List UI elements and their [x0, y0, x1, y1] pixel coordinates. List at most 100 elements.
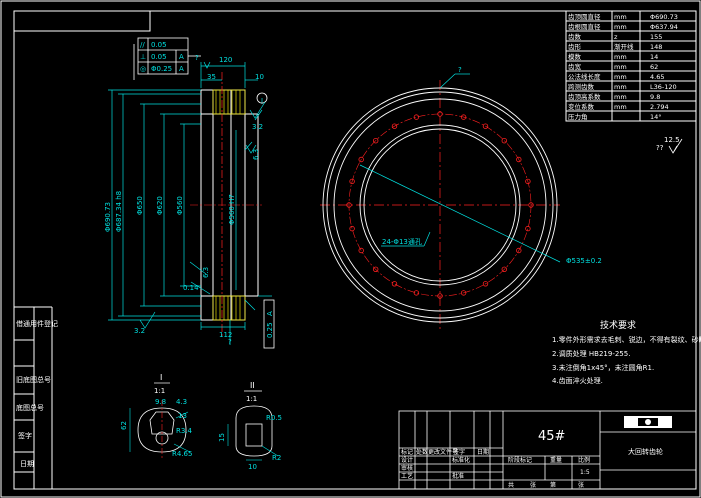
- param-unit-7: mm: [614, 83, 627, 91]
- bolt-hole: [460, 290, 467, 296]
- inner-frame: [13, 10, 697, 490]
- bolt-hole: [460, 114, 467, 120]
- bolt-hole: [346, 202, 352, 208]
- detail-i-dim-5: R3.4: [176, 427, 193, 435]
- tol-value-1: 0.05: [151, 53, 167, 61]
- detail-ii-title: II: [250, 381, 255, 390]
- change-label-2: 更改文件号: [428, 448, 458, 456]
- title-part-name: 大回转齿轮: [628, 447, 663, 456]
- dim-top-q: ?: [195, 54, 199, 62]
- tol-symbol-2: ◎: [140, 65, 146, 73]
- change-label-3: 签字: [453, 448, 465, 456]
- dim-112: 112: [219, 331, 232, 339]
- tech-title: 技术要求: [600, 319, 636, 331]
- runout-datum: A: [266, 311, 274, 316]
- detail-ii: II 1:1 15 10 R0.5 R2: [218, 381, 282, 471]
- param-label-8: 齿顶高系数: [568, 92, 601, 101]
- bolt-hole: [358, 156, 364, 163]
- tech-item-2: 3.未注倒角1x45°，未注圆角R1.: [552, 363, 654, 372]
- top-left-box: [13, 10, 151, 32]
- roughness-63a: 6.3: [252, 149, 260, 160]
- bolt-hole: [437, 111, 443, 117]
- dim-phi620: Φ620: [156, 196, 164, 215]
- tol-value-0: 0.05: [151, 41, 167, 49]
- param-unit-8: mm: [614, 93, 627, 101]
- change-label-1: 处数: [416, 448, 428, 456]
- role-label-3: 标准化: [452, 456, 470, 464]
- param-value-0: Φ690.73: [650, 13, 678, 21]
- detail-i-title: I: [160, 373, 162, 382]
- sidebar-label-1: 旧底图总号: [16, 375, 51, 384]
- change-label-4: 日期: [477, 448, 489, 456]
- detail-ii-dim-2: R0.5: [266, 414, 282, 422]
- detail-i-dim-0: 62: [120, 421, 128, 430]
- sidebar-label-3: 签字: [18, 431, 32, 440]
- param-value-5: 62: [650, 63, 658, 71]
- bolt-hole: [516, 156, 522, 163]
- param-value-6: 4.65: [650, 73, 664, 81]
- param-value-1: Φ637.94: [650, 23, 678, 31]
- left-sidebar: [14, 306, 53, 489]
- title-block: [398, 410, 697, 490]
- dim-phi650: Φ650: [136, 196, 144, 215]
- bolt-hole: [373, 137, 379, 144]
- bolt-hole: [525, 178, 531, 185]
- param-label-4: 模数: [568, 52, 582, 61]
- param-value-10: 14°: [650, 113, 662, 121]
- detail-ii-scale: 1:1: [246, 395, 257, 403]
- roughness-corner-value: 12.5: [664, 136, 680, 144]
- bolt-hole: [349, 178, 355, 185]
- detail-ii-dim-1: 10: [248, 463, 257, 471]
- roughness-63b: 6.3: [202, 267, 210, 278]
- roughness-corner-prefix: ??: [656, 144, 664, 152]
- role-label-2: 工艺: [401, 472, 413, 480]
- param-unit-9: mm: [614, 103, 627, 111]
- front-bolt-label: 24-Φ13通孔: [382, 237, 422, 246]
- front-view: 24-Φ13通孔 Φ535±0.2 ?: [320, 66, 602, 330]
- title-weight-label: 重量: [550, 456, 562, 464]
- roughness-32a: 3.2: [134, 327, 145, 335]
- bolt-hole: [413, 114, 420, 120]
- dim-c14: 0.14: [183, 284, 199, 292]
- param-label-7: 跨测齿数: [568, 82, 595, 91]
- bolt-hole: [413, 290, 420, 296]
- detail-i-dim-4: R4.65: [172, 450, 192, 458]
- param-unit-4: mm: [614, 53, 627, 61]
- title-material: 45#: [538, 429, 565, 444]
- dim-cq: ?: [228, 338, 232, 346]
- role-label-0: 设计: [401, 456, 413, 464]
- bolt-hole: [528, 202, 534, 208]
- param-label-3: 齿形: [568, 43, 582, 51]
- sidebar-label-4: 日期: [20, 460, 34, 468]
- bolt-hole: [391, 281, 398, 287]
- detail-i-scale: 1:1: [154, 387, 165, 395]
- roughness-32b: 3.2: [252, 123, 263, 131]
- bolt-hole: [373, 266, 379, 272]
- front-top-q: ?: [458, 66, 462, 74]
- bolt-hole: [391, 123, 398, 129]
- change-label-0: 标记: [401, 448, 413, 456]
- param-label-1: 齿根圆直径: [568, 22, 601, 31]
- param-unit-3: 渐开线: [614, 42, 634, 51]
- detail-i-dim-2: 4.3: [176, 398, 187, 406]
- param-value-2: 155: [650, 33, 662, 41]
- param-unit-5: mm: [614, 63, 627, 71]
- dim-phi560: Φ560: [176, 196, 184, 215]
- sidebar-label-2: 底图总号: [16, 403, 44, 412]
- param-value-9: 2.794: [650, 103, 669, 111]
- tol-value-2: Φ0.25: [151, 65, 172, 73]
- title-sheet-2: 第: [550, 481, 556, 489]
- bolt-hole: [358, 247, 364, 254]
- bolt-hole: [349, 225, 355, 232]
- detail-ii-dim-0: 15: [218, 433, 226, 442]
- param-label-9: 变位系数: [568, 102, 595, 111]
- roughness-corner: 12.5 ??: [656, 136, 683, 154]
- param-label-2: 齿数: [568, 32, 582, 41]
- title-scale-value: 1:5: [580, 469, 590, 476]
- title-stage-label: 阶段标记: [508, 456, 532, 464]
- bolt-hole: [516, 247, 522, 254]
- param-value-8: 9.8: [650, 93, 660, 101]
- dim-width-top: 120: [219, 56, 232, 64]
- tol-datum-1: A: [179, 53, 184, 61]
